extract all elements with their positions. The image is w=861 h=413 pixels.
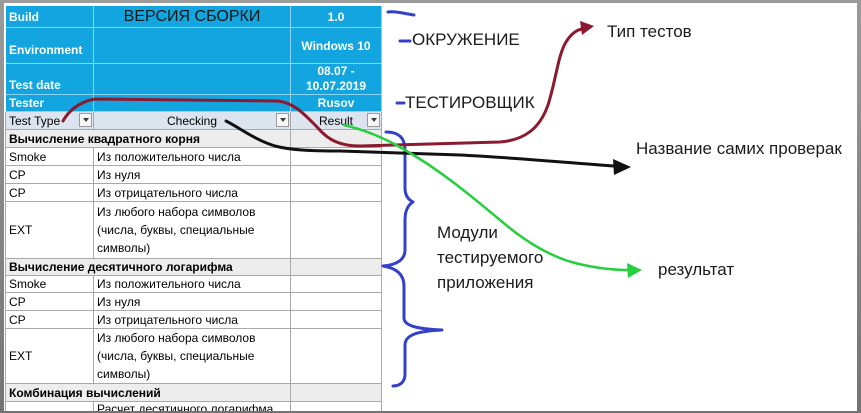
table-row: Расчет десятичного логарифма — [5, 401, 382, 411]
test-type-cell[interactable]: EXT — [5, 328, 94, 384]
result-annotation: результат — [658, 260, 735, 279]
result-cell[interactable] — [290, 201, 382, 259]
test-type-cell[interactable]: CP — [5, 165, 94, 184]
checking-line: символы) — [97, 367, 151, 381]
table-row: EXT Из любого набора символов (числа, бу… — [5, 328, 382, 384]
checking-cell[interactable]: Из нуля — [93, 292, 291, 311]
checking-line: (числа, буквы, специальные — [97, 223, 255, 237]
section-empty-cell[interactable] — [290, 258, 382, 276]
filter-header-row: Test Type Checking Result — [5, 111, 382, 130]
test-types-annotation: Тип тестов — [607, 22, 692, 41]
build-version-title-cell[interactable]: ВЕРСИЯ СБОРКИ — [93, 5, 291, 28]
chevron-down-icon — [371, 118, 377, 122]
checking-line: Из любого набора символов — [97, 205, 256, 219]
section-title-cell[interactable]: Комбинация вычислений — [5, 383, 291, 402]
result-cell[interactable] — [290, 275, 382, 293]
table-row: Smoke Из положительного числа — [5, 275, 382, 293]
result-cell[interactable] — [290, 292, 382, 311]
header-result-label: Result — [318, 113, 353, 128]
header-test-type-cell[interactable]: Test Type — [5, 111, 94, 130]
section-header-row: Вычисление десятичного логарифма — [5, 258, 382, 276]
build-value-cell[interactable]: 1.0 — [290, 5, 382, 28]
test-type-cell[interactable]: CP — [5, 183, 94, 202]
section-header-row: Комбинация вычислений — [5, 383, 382, 402]
checking-cell[interactable]: Из любого набора символов (числа, буквы,… — [93, 201, 291, 259]
checking-line: Расчет десятичного логарифма — [97, 402, 274, 411]
checking-line: символы) — [97, 241, 151, 255]
test-type-cell[interactable]: CP — [5, 310, 94, 329]
header-test-type-label: Test Type — [9, 113, 61, 128]
section-title-cell[interactable]: Вычисление квадратного корня — [5, 129, 291, 148]
environment-row: Environment Windows 10 — [5, 27, 382, 64]
section-header-row: Вычисление квадратного корня — [5, 129, 382, 148]
test-type-cell[interactable]: Smoke — [5, 147, 94, 166]
result-cell[interactable] — [290, 183, 382, 202]
test-type-cell[interactable]: Smoke — [5, 275, 94, 293]
checking-line: Из любого набора символов — [97, 331, 256, 345]
section-title-cell[interactable]: Вычисление десятичного логарифма — [5, 258, 291, 276]
tester-annotation: ТЕСТИРОВЩИК — [405, 93, 535, 112]
modules-annotation-line: тестируемого — [437, 248, 544, 267]
table-row: CP Из нуля — [5, 165, 382, 184]
header-result-cell[interactable]: Result — [290, 111, 382, 130]
chevron-down-icon — [280, 118, 286, 122]
build-label-cell[interactable]: Build — [5, 5, 94, 28]
table-row: Smoke Из положительного числа — [5, 147, 382, 166]
environment-annotation: ОКРУЖЕНИЕ — [412, 30, 520, 49]
tester-label-cell[interactable]: Tester — [5, 94, 94, 112]
result-cell[interactable] — [290, 401, 382, 411]
test-plan-spreadsheet: Build ВЕРСИЯ СБОРКИ 1.0 Environment Wind… — [5, 5, 382, 411]
tester-row: Tester Rusov — [5, 94, 382, 112]
test-date-empty-cell[interactable] — [93, 63, 291, 95]
tester-value-cell[interactable]: Rusov — [290, 94, 382, 112]
modules-annotation-line: приложения — [437, 273, 534, 292]
spreadsheet-canvas: Build ВЕРСИЯ СБОРКИ 1.0 Environment Wind… — [4, 3, 857, 411]
test-date-row: Test date 08.07 - 10.07.2019 — [5, 63, 382, 95]
test-type-cell[interactable] — [5, 401, 94, 411]
checking-cell[interactable]: Расчет десятичного логарифма — [93, 401, 291, 411]
section-empty-cell[interactable] — [290, 129, 382, 148]
checking-cell[interactable]: Из отрицательного числа — [93, 183, 291, 202]
checking-cell[interactable]: Из любого набора символов (числа, буквы,… — [93, 328, 291, 384]
section-empty-cell[interactable] — [290, 383, 382, 402]
chevron-down-icon — [83, 118, 89, 122]
header-checking-cell[interactable]: Checking — [93, 111, 291, 130]
checking-cell[interactable]: Из нуля — [93, 165, 291, 184]
modules-annotation-line: Модули — [437, 223, 498, 242]
table-row: CP Из нуля — [5, 292, 382, 311]
checking-line: (числа, буквы, специальные — [97, 349, 255, 363]
result-cell[interactable] — [290, 165, 382, 184]
check-names-annotation: Название самих проверак — [636, 139, 842, 158]
result-cell[interactable] — [290, 328, 382, 384]
test-type-cell[interactable]: CP — [5, 292, 94, 311]
environment-empty-cell[interactable] — [93, 27, 291, 64]
header-checking-label: Checking — [166, 113, 218, 128]
table-row: CP Из отрицательного числа — [5, 183, 382, 202]
result-cell[interactable] — [290, 310, 382, 329]
result-cell[interactable] — [290, 147, 382, 166]
environment-value-cell[interactable]: Windows 10 — [290, 27, 382, 64]
checking-cell[interactable]: Из положительного числа — [93, 147, 291, 166]
table-row: EXT Из любого набора символов (числа, бу… — [5, 201, 382, 259]
build-row: Build ВЕРСИЯ СБОРКИ 1.0 — [5, 5, 382, 28]
environment-label-cell[interactable]: Environment — [5, 27, 94, 64]
checking-cell[interactable]: Из положительного числа — [93, 275, 291, 293]
modules-annotation: Модули тестируемого приложения — [437, 220, 543, 295]
checking-filter-button[interactable] — [276, 113, 289, 127]
test-type-cell[interactable]: EXT — [5, 201, 94, 259]
test-type-filter-button[interactable] — [79, 113, 92, 127]
tester-empty-cell[interactable] — [93, 94, 291, 112]
test-date-value-cell[interactable]: 08.07 - 10.07.2019 — [290, 63, 382, 95]
table-row: CP Из отрицательного числа — [5, 310, 382, 329]
result-filter-button[interactable] — [367, 113, 380, 127]
test-date-label-cell[interactable]: Test date — [5, 63, 94, 95]
checking-cell[interactable]: Из отрицательного числа — [93, 310, 291, 329]
